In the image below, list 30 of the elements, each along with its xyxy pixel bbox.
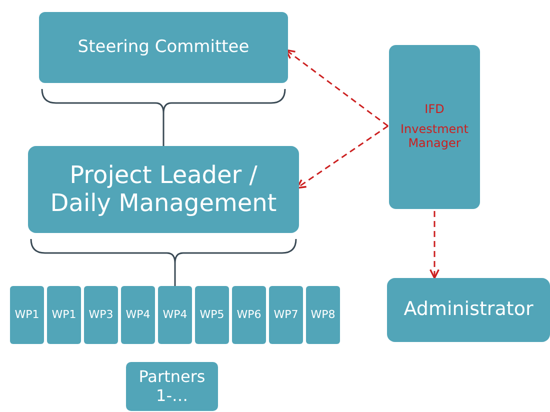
process-box <box>84 286 118 344</box>
box-label: WP1 <box>52 308 76 322</box>
dashed-arrow <box>429 211 440 279</box>
process-box <box>47 286 81 344</box>
process-box <box>39 12 288 83</box>
box-label: Project Leader / Daily Management <box>49 162 278 218</box>
box-label: WP1 <box>14 308 40 322</box>
process-box <box>232 286 266 344</box>
box-label: Partners 1-… <box>138 368 206 405</box>
box-label: IFD <box>424 103 444 118</box>
process-box <box>28 146 299 233</box>
box-label: WP6 <box>236 308 262 322</box>
process-box <box>389 45 480 209</box>
box-label: WP5 <box>200 308 224 322</box>
box-label: Administrator <box>404 299 534 321</box>
process-box <box>121 286 155 344</box>
box-label: WP4 <box>162 308 188 322</box>
box-label: Investment Manager <box>400 123 470 151</box>
process-box <box>195 286 229 344</box>
process-box <box>306 286 340 344</box>
process-box <box>126 362 218 411</box>
process-box <box>158 286 192 344</box>
box-label: WP3 <box>88 308 114 322</box>
process-box <box>269 286 303 344</box>
box-label: Steering Committee <box>78 38 250 58</box>
process-box <box>387 278 550 342</box>
box-label: WP4 <box>126 308 150 322</box>
box-label: WP7 <box>274 308 298 322</box>
process-box <box>10 286 44 344</box>
box-label: WP8 <box>310 308 336 322</box>
